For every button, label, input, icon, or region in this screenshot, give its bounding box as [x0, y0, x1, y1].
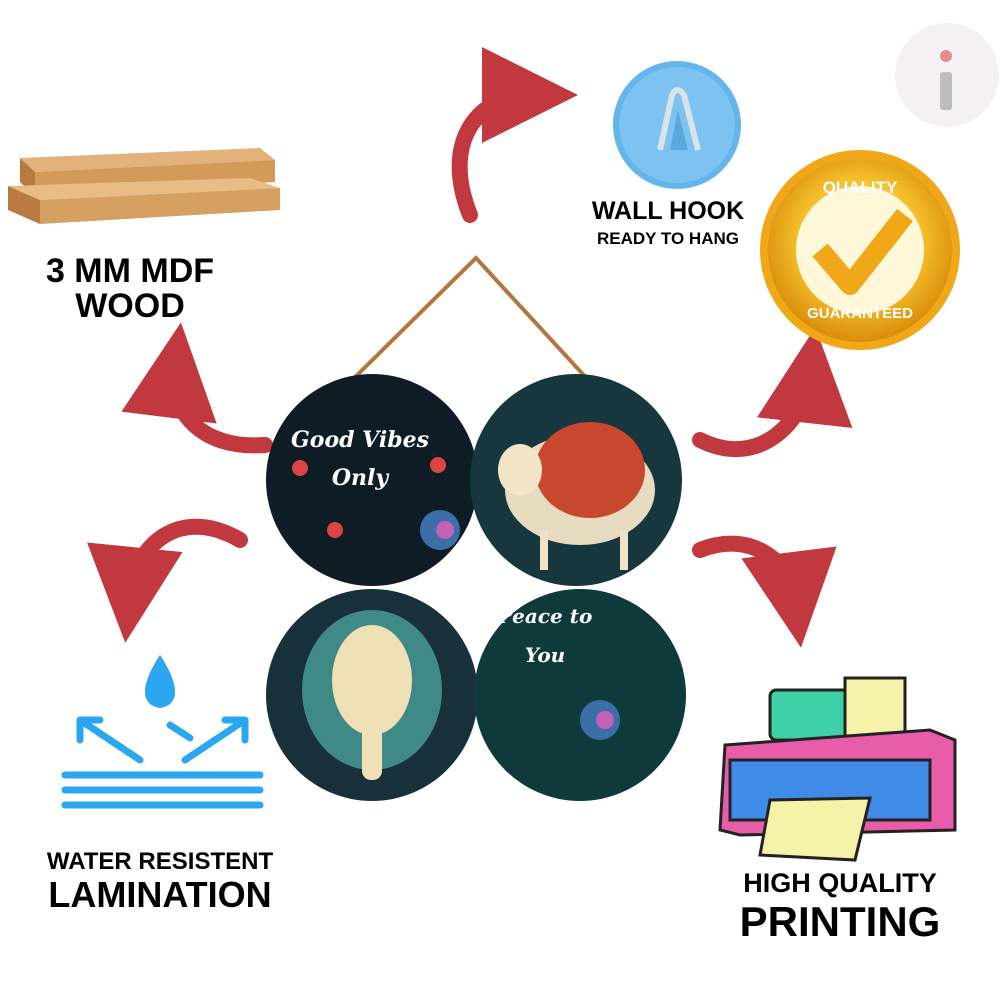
hook-label-line2: READY TO HANG — [596, 229, 739, 248]
mdf-label-line2: WOOD — [75, 287, 185, 325]
print-label-line1: HIGH QUALITY — [743, 868, 937, 898]
plaque1-text-line2: Only — [332, 465, 391, 491]
print-label-line2: PRINTING — [739, 898, 941, 945]
plaque4-text-line1: Peace to — [497, 604, 593, 628]
wood-planks-icon — [8, 148, 280, 224]
arrows — [87, 47, 853, 648]
plaque4-text-line2: You — [525, 643, 565, 667]
arrow-to-badge — [692, 327, 853, 458]
hook-label-line1: WALL HOOK — [591, 197, 745, 225]
arrow-to-wood — [121, 322, 273, 454]
printer-icon — [718, 676, 957, 862]
logo-letter: i — [947, 109, 948, 111]
wall-hook-icon — [613, 61, 741, 189]
brand-logo — [895, 23, 999, 127]
plaque1-text-line1: Good Vibes — [291, 427, 429, 453]
arrow-to-printer — [692, 535, 837, 648]
water-label-line2: LAMINATION — [48, 874, 272, 915]
arrow-to-water — [87, 518, 248, 643]
hanging-string — [348, 255, 592, 384]
plaque-peace — [474, 589, 686, 801]
quality-guaranteed-badge — [760, 150, 960, 350]
badge-top-text: QUALITY — [823, 178, 898, 197]
water-resistant-icon — [61, 655, 264, 809]
arrow-to-hook — [451, 47, 578, 223]
mdf-label-line1: 3 MM MDF — [45, 252, 215, 290]
plaques — [266, 374, 686, 801]
water-label-line1: WATER RESISTENT — [46, 848, 274, 875]
badge-bottom-text: GUARANTEED — [807, 305, 913, 322]
